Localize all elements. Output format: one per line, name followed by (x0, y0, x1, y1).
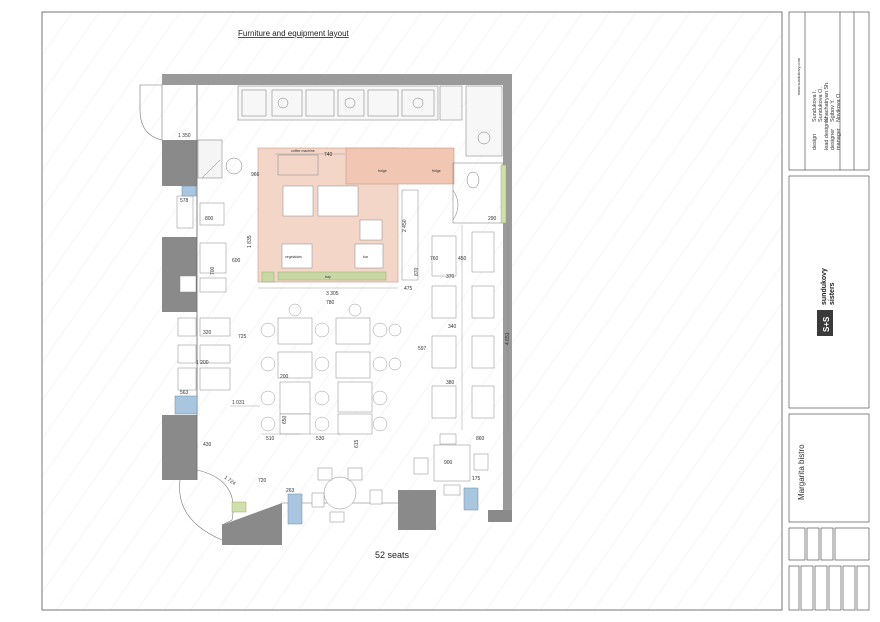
svg-text:450: 450 (458, 256, 467, 262)
wall-bottom-mid (398, 490, 436, 530)
svg-text:1 350: 1 350 (178, 133, 191, 139)
wall-left-b (162, 237, 197, 312)
bar-counter: coffee machine fridge fridge vegetables … (257, 147, 455, 283)
svg-text:380: 380 (446, 380, 455, 386)
svg-text:870: 870 (414, 267, 420, 276)
svg-text:597: 597 (418, 346, 427, 352)
svg-text:bar: bar (363, 255, 369, 259)
svg-text:3 305: 3 305 (326, 291, 339, 297)
brand-website: www.sundukovy.com (796, 57, 801, 95)
svg-text:900: 900 (444, 460, 453, 466)
svg-text:780: 780 (326, 300, 335, 306)
wall-top (162, 74, 512, 85)
svg-text:lead designer: lead designer (824, 117, 830, 150)
svg-text:263: 263 (286, 488, 295, 494)
svg-text:700: 700 (210, 266, 216, 275)
svg-text:manager: manager (836, 128, 842, 150)
svg-text:coffee machine: coffee machine (291, 149, 315, 153)
dining-tables (277, 317, 373, 435)
svg-text:370: 370 (446, 274, 455, 280)
project-name: Margarita bistro (797, 444, 806, 500)
wall-left-a (162, 140, 197, 186)
svg-text:Khachatryan Sh.: Khachatryan Sh. (824, 81, 830, 122)
restroom (452, 162, 507, 224)
credits: www.sundukovy.com design Sundukova I. Su… (796, 57, 842, 150)
svg-text:1 835: 1 835 (247, 235, 253, 248)
svg-text:860: 860 (476, 436, 485, 442)
svg-text:430: 430 (203, 442, 212, 448)
svg-text:175: 175 (472, 476, 481, 482)
wall-left-c (162, 415, 197, 480)
svg-text:Sundukova O.: Sundukova O. (818, 87, 824, 122)
brand-logo: S+S sundukovy sisters (817, 268, 836, 336)
svg-text:563: 563 (180, 390, 189, 396)
title-block (788, 11, 870, 611)
svg-text:tray: tray (325, 275, 331, 279)
round-tables (311, 433, 489, 523)
seats-caption: 52 seats (375, 550, 410, 560)
svg-text:1 200: 1 200 (196, 360, 209, 366)
svg-text:2 450: 2 450 (402, 219, 408, 232)
svg-text:510: 510 (266, 436, 275, 442)
wall-bottom-left (222, 503, 282, 545)
svg-text:320: 320 (203, 330, 212, 336)
svg-text:1 031: 1 031 (232, 400, 245, 406)
wall-right (503, 74, 512, 519)
svg-text:S+S: S+S (822, 316, 831, 332)
svg-text:725: 725 (238, 334, 247, 340)
svg-text:760: 760 (430, 256, 439, 262)
kitchen-strip (237, 85, 503, 157)
wall-bottom-right (488, 510, 512, 522)
svg-text:sundukovy: sundukovy (821, 268, 828, 305)
svg-text:4 651: 4 651 (505, 332, 511, 345)
svg-text:578: 578 (180, 198, 189, 204)
svg-text:530: 530 (316, 436, 325, 442)
svg-text:Novikova O.: Novikova O. (836, 92, 842, 122)
svg-text:design: design (812, 134, 818, 150)
svg-text:966: 966 (251, 172, 260, 178)
svg-text:designer: designer (830, 129, 836, 150)
drawing-title: Furniture and equipment layout (238, 29, 350, 38)
right-booths (431, 231, 495, 419)
svg-text:475: 475 (404, 286, 413, 292)
svg-text:800: 800 (205, 216, 214, 222)
svg-text:290: 290 (488, 216, 497, 222)
svg-text:vegetables: vegetables (285, 255, 302, 259)
left-booths (176, 195, 231, 391)
svg-text:600: 600 (232, 258, 241, 264)
svg-text:sisters: sisters (829, 282, 836, 305)
svg-text:fridge: fridge (378, 169, 387, 173)
floor-plan: 1 350 (139, 74, 512, 545)
svg-text:Sgibov Y.: Sgibov Y. (830, 99, 836, 122)
svg-text:200: 200 (280, 374, 289, 380)
svg-text:340: 340 (448, 324, 457, 330)
svg-text:720: 720 (258, 478, 267, 484)
svg-text:740: 740 (324, 152, 333, 158)
svg-text:fridge: fridge (432, 169, 441, 173)
svg-text:615: 615 (354, 439, 360, 448)
svg-text:650: 650 (282, 415, 288, 424)
svg-text:Sundukova I.: Sundukova I. (812, 89, 818, 122)
